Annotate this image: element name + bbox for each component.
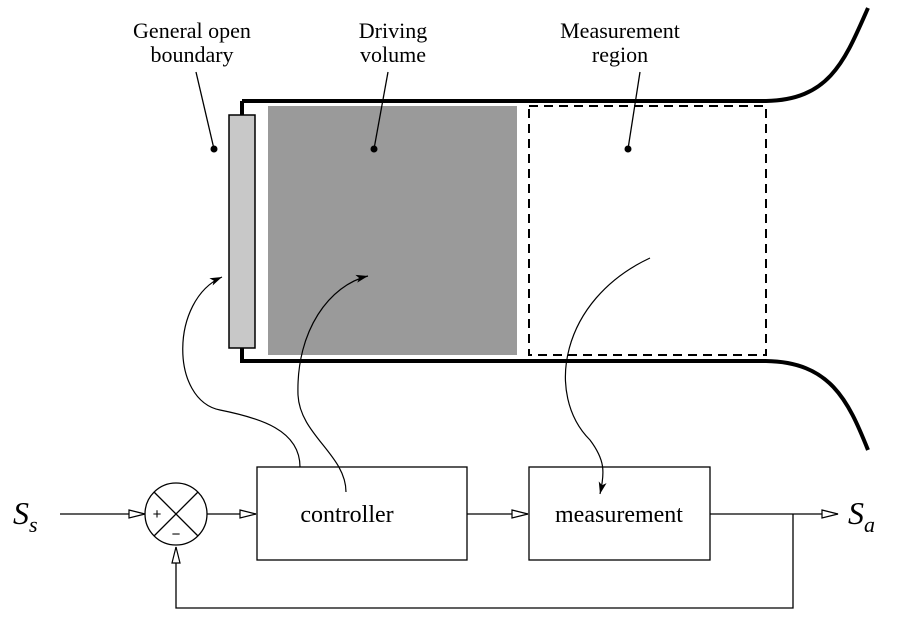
driving-leader (373, 71, 389, 150)
driving-leader-dot (370, 145, 378, 153)
feedback-path (171, 514, 794, 609)
region-to-measurement-curve (564, 257, 651, 495)
measurement-leader (627, 71, 641, 150)
measurement-block (528, 466, 711, 561)
measurement-label-line1: Measurement (560, 18, 680, 43)
boundary-leader (195, 71, 215, 150)
duct-bottom-flare (765, 359, 870, 451)
measurement-block-label: measurement (555, 502, 683, 528)
controller-label: controller (300, 502, 393, 528)
controller-to-boundary-curve (182, 276, 301, 468)
driving-volume (268, 106, 517, 355)
summing-junction: + − (144, 482, 208, 546)
open-boundary-bar (228, 114, 256, 349)
output-signal-symbol: Sa (848, 495, 875, 537)
junction-plus-sign: + (153, 506, 162, 523)
duct-top-wall (242, 7, 870, 103)
boundary-label-line1: General open (133, 18, 251, 43)
junction-minus-sign: − (172, 526, 181, 543)
input-signal-symbol: Ss (13, 495, 38, 537)
boundary-leader-dot (210, 145, 218, 153)
controller-to-volume-curve (297, 274, 369, 493)
driving-label-line1: Driving (359, 18, 427, 43)
driving-label-line2: volume (360, 42, 426, 67)
measurement-label-line2: region (592, 42, 648, 67)
measurement-leader-dot (624, 145, 632, 153)
measurement-region (528, 105, 767, 356)
boundary-label-line2: boundary (150, 42, 233, 67)
